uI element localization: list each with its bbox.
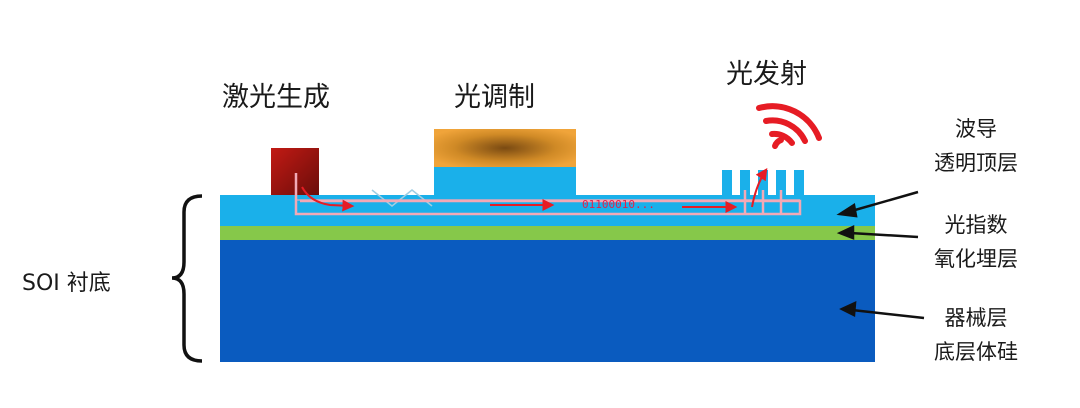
arrowhead-icon xyxy=(836,202,858,218)
modulator-base xyxy=(434,166,576,196)
signal-wave xyxy=(371,189,433,207)
arrow-icon xyxy=(751,168,768,208)
pointer-to-top-layer xyxy=(847,190,919,214)
curly-brace-icon xyxy=(171,194,203,363)
pointer-to-oxide-layer xyxy=(849,231,919,239)
label-line: 器械层 xyxy=(944,306,1008,330)
buried-oxide-layer xyxy=(220,226,875,240)
label-line: 透明顶层 xyxy=(934,151,1018,175)
label-light-modulation: 光调制 xyxy=(454,82,535,113)
label-waveguide-top-layer: 波导 透明顶层 xyxy=(934,112,1018,180)
pointer-arrows xyxy=(836,190,925,320)
arrow-icon xyxy=(301,186,355,212)
label-line: 底层体硅 xyxy=(934,340,1018,364)
light-direction-arrows xyxy=(301,168,768,213)
label-laser-generation: 激光生成 xyxy=(222,82,330,113)
label-line: 波导 xyxy=(955,117,997,141)
grating-tooth xyxy=(794,170,804,196)
label-bulk-silicon: 器械层 底层体硅 xyxy=(934,301,1018,369)
modulator-electrode xyxy=(434,129,576,167)
label-line: 氧化埋层 xyxy=(934,247,1018,271)
pointer-to-substrate xyxy=(851,308,925,320)
grating-tooth xyxy=(740,170,750,196)
label-light-emission: 光发射 xyxy=(726,59,807,90)
grating-tooth xyxy=(776,170,786,196)
grating-tooth xyxy=(722,170,732,196)
handle-bulk-silicon-layer xyxy=(220,240,875,362)
signal-bits-text: 01100010... xyxy=(582,198,655,211)
grating-coupler xyxy=(722,170,804,196)
label-line: 光指数 xyxy=(944,213,1008,237)
arrowhead-icon xyxy=(836,225,855,240)
label-buried-oxide: 光指数 氧化埋层 xyxy=(934,208,1018,276)
label-soi-substrate: SOI 衬底 xyxy=(22,271,111,296)
grating-tooth xyxy=(758,170,768,196)
wifi-signal-icon xyxy=(756,103,822,149)
arrowhead-icon xyxy=(839,300,857,317)
